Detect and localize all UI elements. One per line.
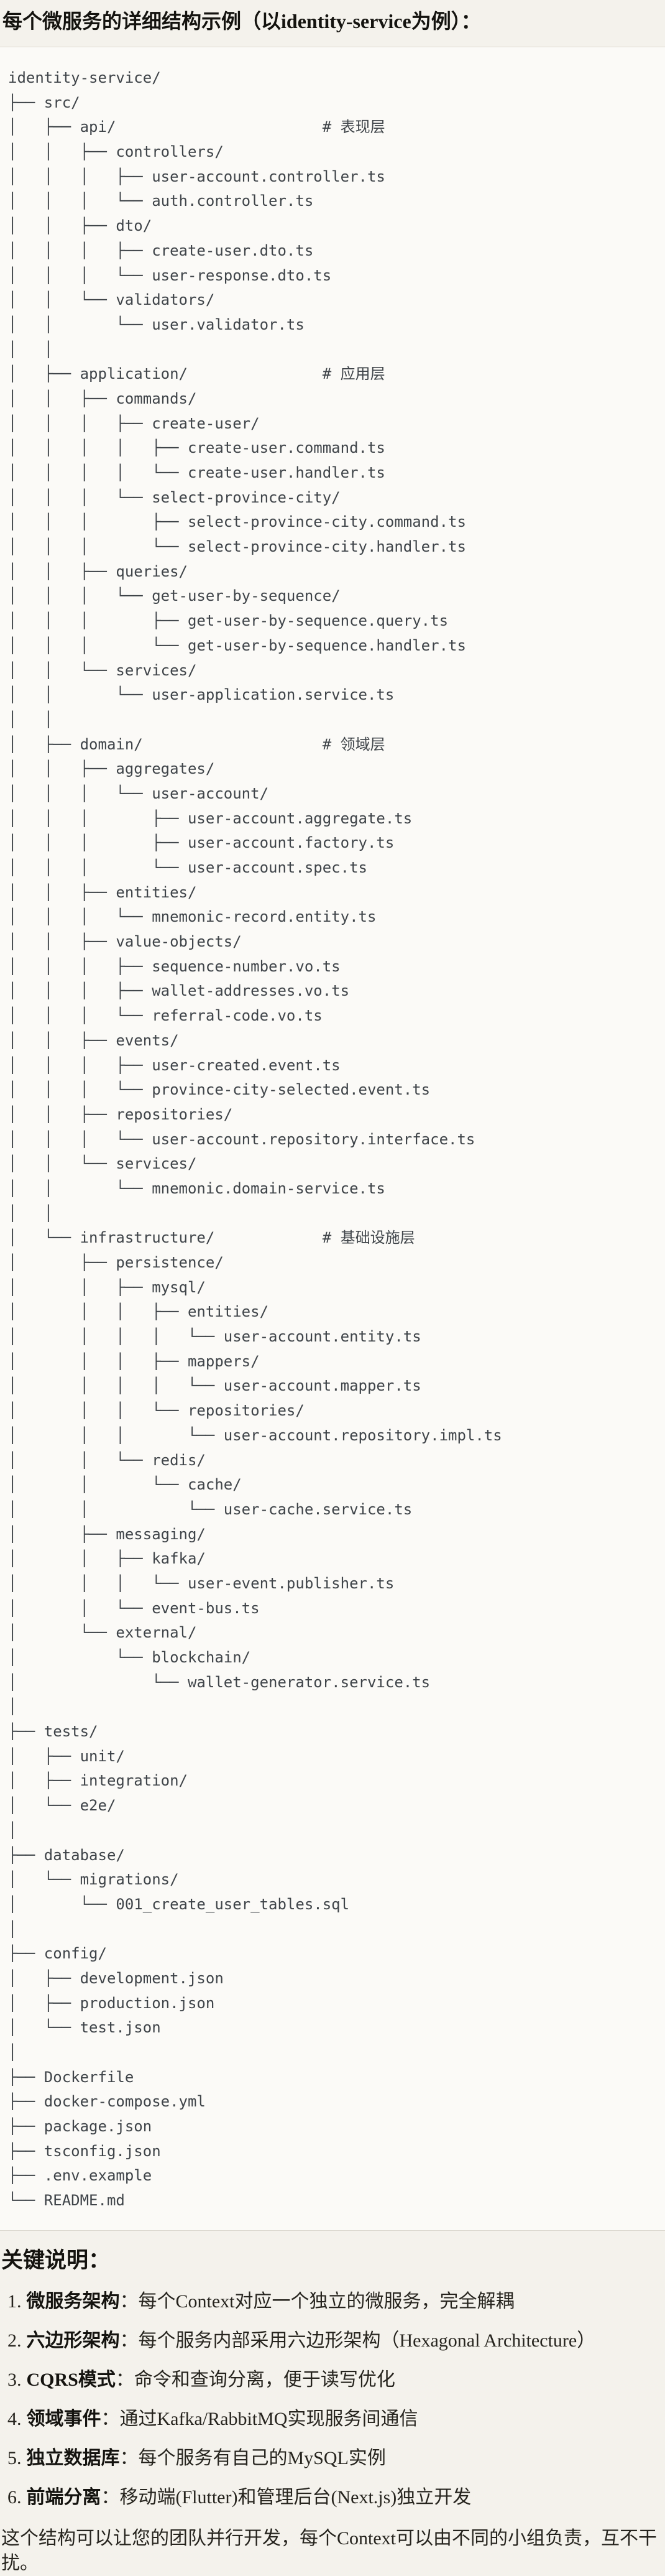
list-item-number: 1. [7, 2291, 22, 2312]
list-item-term: 六边形架构 [26, 2330, 120, 2351]
closing-paragraph: 这个结构可以让您的团队并行开发，每个Context可以由不同的小组负责，互不干扰… [1, 2527, 657, 2574]
list-item: 1.微服务架构：每个Context对应一个独立的微服务，完全解耦 [7, 2289, 665, 2314]
list-item-term: 前端分离 [26, 2486, 101, 2508]
list-item-term: CQRS模式 [26, 2369, 116, 2390]
list-item: 5.独立数据库：每个服务有自己的MySQL实例 [7, 2446, 665, 2471]
list-item-number: 2. [7, 2330, 22, 2351]
directory-tree-block: identity-service/ ├── src/ │ ├── api/ # … [0, 47, 665, 2231]
list-item: 4.领域事件：通过Kafka/RabbitMQ实现服务间通信 [7, 2407, 665, 2432]
list-item-text: ：每个服务内部采用六边形架构（Hexagonal Architecture） [119, 2330, 596, 2351]
list-item: 3.CQRS模式：命令和查询分离，便于读写优化 [7, 2368, 665, 2393]
list-item-text: ：每个服务有自己的MySQL实例 [119, 2447, 386, 2468]
list-item: 6.前端分离：移动端(Flutter)和管理后台(Next.js)独立开发 [7, 2485, 665, 2510]
notes-list: 1.微服务架构：每个Context对应一个独立的微服务，完全解耦 2.六边形架构… [0, 2289, 665, 2510]
directory-tree: identity-service/ ├── src/ │ ├── api/ # … [8, 69, 502, 2210]
list-item-number: 6. [7, 2486, 22, 2508]
list-item: 2.六边形架构：每个服务内部采用六边形架构（Hexagonal Architec… [7, 2328, 665, 2353]
list-item-number: 5. [7, 2447, 22, 2468]
list-item-text: ：命令和查询分离，便于读写优化 [115, 2369, 395, 2390]
list-item-text: ：移动端(Flutter)和管理后台(Next.js)独立开发 [101, 2486, 472, 2508]
list-item-text: ：通过Kafka/RabbitMQ实现服务间通信 [101, 2408, 418, 2429]
notes-heading: 关键说明： [1, 2248, 111, 2273]
list-item-number: 3. [7, 2369, 22, 2390]
list-item-text: ：每个Context对应一个独立的微服务，完全解耦 [119, 2291, 515, 2312]
list-item-term: 领域事件 [26, 2408, 101, 2429]
page-title: 每个微服务的详细结构示例（以identity-service为例）： [2, 10, 481, 32]
list-item-number: 4. [7, 2408, 22, 2429]
list-item-term: 微服务架构 [26, 2291, 120, 2312]
list-item-term: 独立数据库 [26, 2447, 120, 2468]
